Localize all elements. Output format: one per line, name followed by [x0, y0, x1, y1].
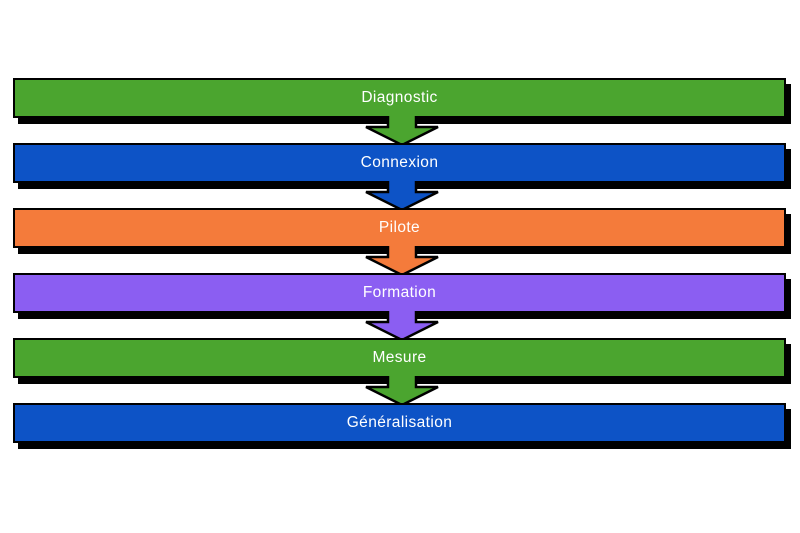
process-step-1: Diagnostic	[13, 78, 786, 147]
process-step-3: Pilote	[13, 208, 786, 277]
down-arrow-icon	[365, 311, 439, 342]
process-step-2: Connexion	[13, 143, 786, 212]
down-arrow-icon	[365, 181, 439, 212]
step-label: Mesure	[372, 349, 427, 366]
step-label: Diagnostic	[361, 89, 438, 106]
down-arrow-icon	[365, 116, 439, 147]
down-arrow-icon	[365, 376, 439, 407]
step-label: Connexion	[360, 154, 439, 171]
step-label: Formation	[362, 284, 437, 301]
down-arrow-icon	[365, 246, 439, 277]
process-step-4: Formation	[13, 273, 786, 342]
step-label: Pilote	[378, 219, 421, 236]
step-label: Généralisation	[346, 414, 453, 431]
process-step-5: Mesure	[13, 338, 786, 407]
process-step-6: Généralisation	[13, 403, 786, 443]
